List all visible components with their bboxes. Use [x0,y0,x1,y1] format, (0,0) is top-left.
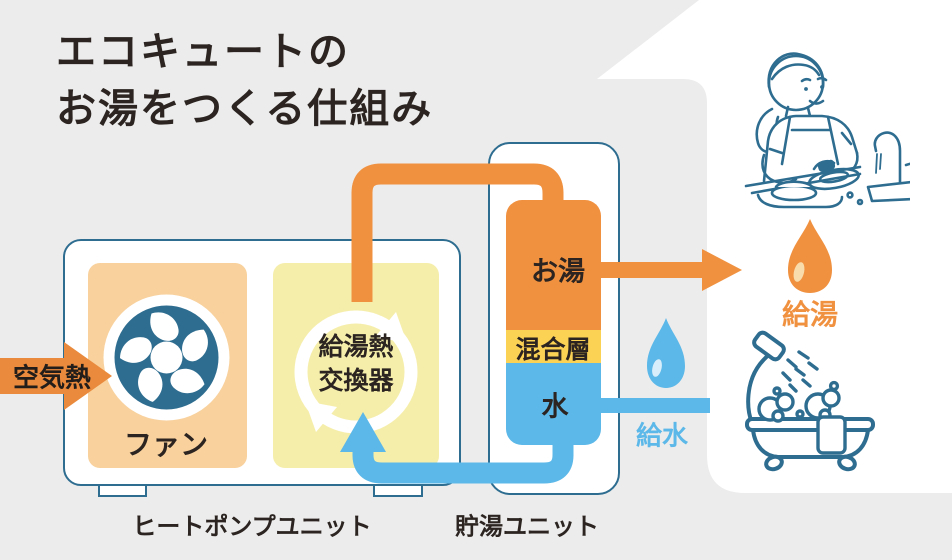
left-eye [804,87,808,91]
hot-pipe [351,163,564,302]
storage-unit-caption: 貯湯ユニット [455,513,599,541]
water-droplet-icon [647,318,685,388]
page-title-line1: エコキュートの [56,30,350,74]
air-heat-label: 空気熱 [12,362,92,393]
hot-droplet-highlight [793,262,805,282]
right-eye [820,85,824,89]
heat-exchanger-label-line2: 交換器 [318,367,394,395]
fan-blades [120,312,208,402]
dishwashing-person-illustration [744,52,910,209]
bowl-upper [774,180,814,189]
tub-foot-right [837,454,857,472]
fan-label: ファン [123,429,209,460]
right-panel-shape [597,0,952,493]
faucet-handle [904,162,910,167]
left-sleeve [768,147,784,155]
hair-fringe [770,63,821,81]
fan-hub [150,341,183,374]
storage-tank [506,200,601,445]
cycle-arrowhead-bottom [305,401,337,432]
heat-pump-unit-caption: ヒートポンプユニット [132,513,372,541]
hot-droplet-shape [788,219,832,293]
right-sleeve [840,131,853,146]
cycle-arrowhead-top [375,312,407,343]
tub-foot-left [764,454,784,472]
neck [784,105,812,118]
apron [780,115,840,166]
heat-exchanger-label-line1: 給湯熱 [318,333,394,361]
water-droplet-highlight [652,359,662,377]
cold-pipe-arrowhead [340,412,386,452]
fan-icon [103,294,230,421]
bath-bubbles [757,380,841,423]
hot-water-out-arrow [601,249,742,291]
air-heat-arrow [0,342,112,410]
bubble-small-2 [856,198,864,206]
hot-water-droplet-icon [788,219,832,293]
page-title: エコキュートの お湯をつくる仕組み [56,24,433,138]
hand [812,159,836,171]
tank-water-layer [506,363,601,445]
heat-exchanger-label: 給湯熱 交換器 [318,330,393,398]
tank-water-label: 水 [541,391,569,422]
towel [816,415,847,455]
water-stream [875,153,882,174]
bubble-small-1 [846,191,854,199]
water-supply-pipe [601,398,710,413]
water-droplet-shape [647,318,685,388]
hair-outline [767,52,825,89]
tank-hot-water-label: お湯 [531,256,585,287]
smile [808,99,825,105]
cold-pipe [352,436,574,484]
tank-mixed-layer [506,330,601,363]
sink-basin [866,180,910,203]
right-brow [816,76,828,82]
water-supply-label: 給水 [635,420,689,451]
dish-tray [756,193,844,209]
page-title-line2: お湯をつくる仕組み [56,87,434,131]
faucet [873,131,902,185]
shower-head [752,330,786,362]
hot-water-supply-label: 給湯 [781,299,839,330]
bathtub-shower-illustration [745,330,875,472]
tank-hot-water-layer [506,200,601,330]
left-brow [800,77,812,83]
shower-spray [781,350,819,393]
tank-mixed-layer-label: 混合層 [515,336,591,364]
